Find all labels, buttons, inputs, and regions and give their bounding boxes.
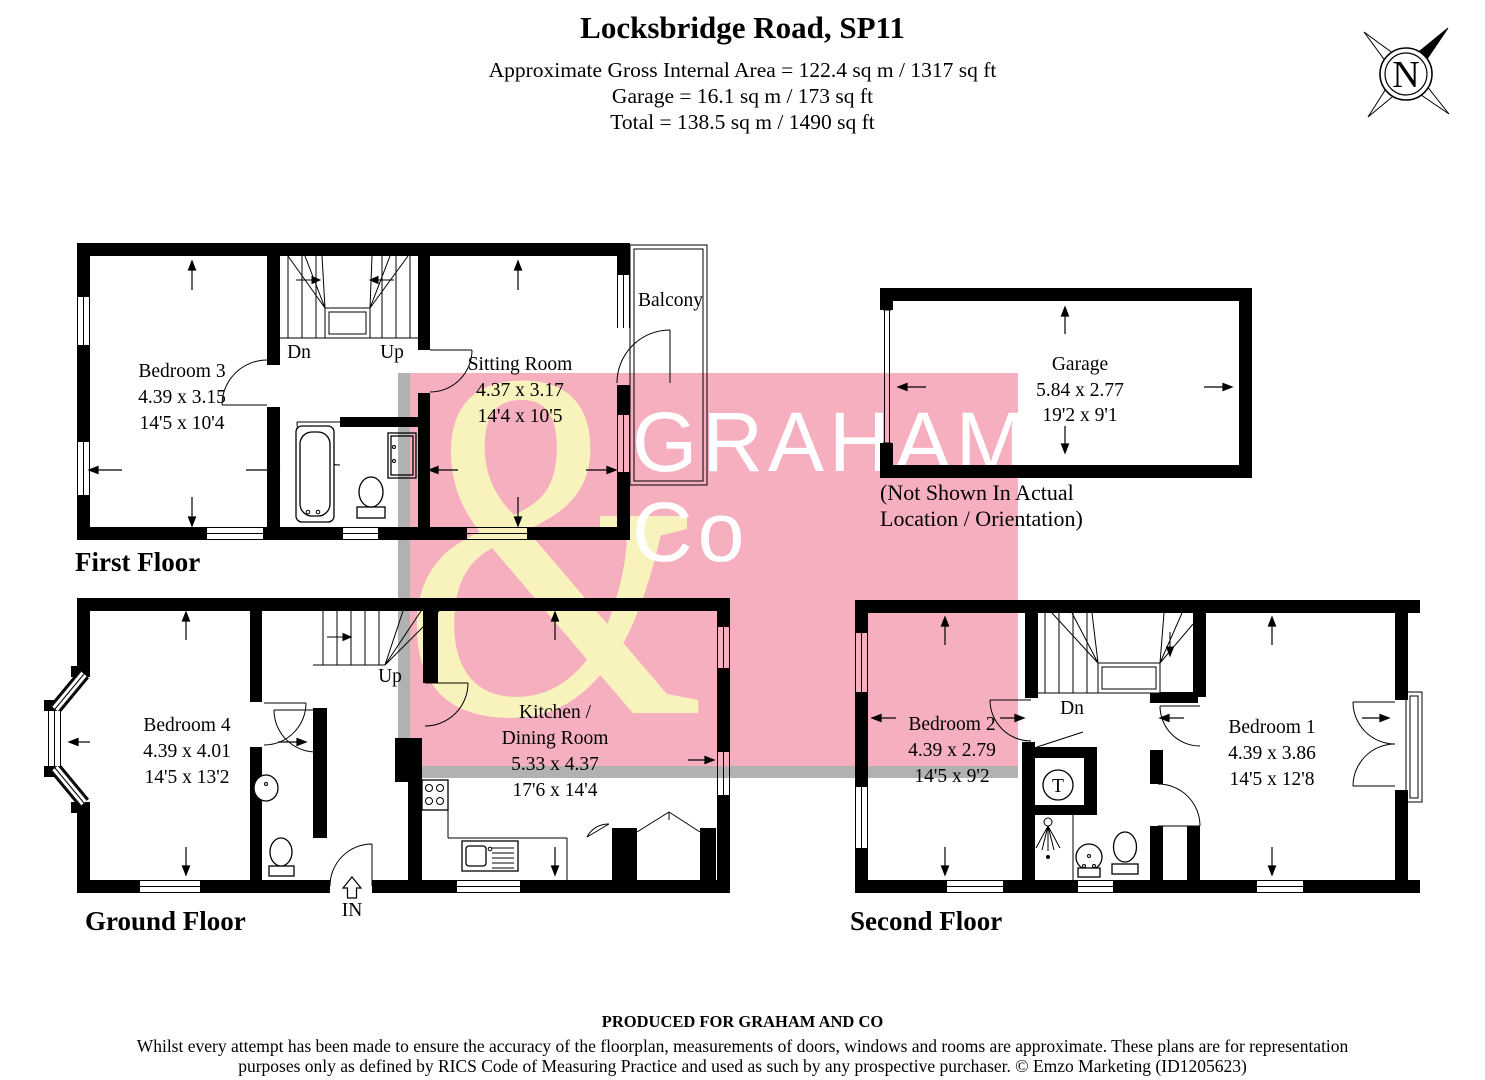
garage-imperial: 19'2 x 9'1 <box>1042 405 1117 426</box>
area-line-3: Total = 138.5 sq m / 1490 sq ft <box>610 110 875 134</box>
shower-icon <box>1035 815 1074 880</box>
tank-label: T <box>1052 776 1064 797</box>
bedroom1-imperial: 14'5 x 12'8 <box>1229 769 1314 790</box>
garage-metric: 5.84 x 2.77 <box>1036 380 1124 401</box>
entrance-label: IN <box>342 900 363 921</box>
kitchen-counter <box>447 780 568 880</box>
staircase <box>280 255 418 339</box>
watermark-brand-line2: Co <box>632 485 750 579</box>
ground-floor-title: Ground Floor <box>85 906 246 936</box>
area-line-1: Approximate Gross Internal Area = 122.4 … <box>488 58 997 82</box>
watermark-brand-line1: GRAHAM <box>632 395 1031 489</box>
cloakroom-toilet-icon <box>268 837 295 877</box>
balcony-label: Balcony <box>638 290 703 311</box>
north-compass-icon: N <box>1363 27 1450 118</box>
second-floor-doors <box>989 699 1396 827</box>
header: Locksbridge Road, SP11 Approximate Gross… <box>0 12 1485 135</box>
sitting-room-name: Sitting Room <box>468 354 573 375</box>
garage-name: Garage <box>1052 354 1108 375</box>
first-floor-title: First Floor <box>75 547 201 577</box>
water-tank-icon <box>1042 769 1074 801</box>
toilet-icon <box>1111 831 1139 875</box>
bedroom4-imperial: 14'5 x 13'2 <box>144 767 229 788</box>
page-title: Locksbridge Road, SP11 <box>580 10 905 45</box>
staircase <box>1038 612 1194 694</box>
kitchen-sink-icon <box>461 840 519 872</box>
hob-icon <box>421 779 449 811</box>
bedroom3-imperial: 14'5 x 10'4 <box>139 413 224 434</box>
juliet-balcony-rail <box>1405 691 1423 803</box>
watermark-ampersand: & <box>402 268 706 822</box>
bedroom3-name: Bedroom 3 <box>138 361 225 382</box>
toilet-icon <box>356 476 386 519</box>
stairs-up-label: Up <box>380 342 404 363</box>
stairs-down-label: Dn <box>287 342 311 363</box>
bathroom-sink-icon <box>1075 843 1103 878</box>
stairs-up-label: Up <box>378 666 402 687</box>
compass-north-label: N <box>1392 54 1419 96</box>
watermark: & GRAHAM Co <box>398 295 1026 795</box>
footer-produced-for: PRODUCED FOR GRAHAM AND CO <box>601 1012 884 1031</box>
stairs-down-label: Dn <box>1060 698 1084 719</box>
bedroom1-metric: 4.39 x 3.86 <box>1228 743 1316 764</box>
footer-disclaimer-line2: purposes only as defined by RICS Code of… <box>238 1056 1247 1076</box>
footer: PRODUCED FOR GRAHAM AND CO Whilst every … <box>0 1012 1485 1076</box>
bedroom3-metric: 4.39 x 3.15 <box>138 387 226 408</box>
entrance-arrow-icon <box>341 876 363 899</box>
cloakroom-sink-icon <box>253 774 279 802</box>
bedroom4-metric: 4.39 x 4.01 <box>143 741 231 762</box>
second-floor-title: Second Floor <box>850 906 1003 936</box>
bedroom1-name: Bedroom 1 <box>1228 717 1315 738</box>
footer-disclaimer-line1: Whilst every attempt has been made to en… <box>136 1036 1349 1056</box>
area-line-2: Garage = 16.1 sq m / 173 sq ft <box>611 84 874 108</box>
kitchen-imperial: 17'6 x 14'4 <box>512 780 597 801</box>
bay-window <box>48 669 90 808</box>
bathtub-icon <box>295 425 335 523</box>
second-floor-plan: Bedroom 2 4.39 x 2.79 14'5 x 9'2 Bedroom… <box>855 600 1423 893</box>
bedroom4-name: Bedroom 4 <box>143 715 230 736</box>
watermark-brand: GRAHAM Co <box>632 397 1031 577</box>
